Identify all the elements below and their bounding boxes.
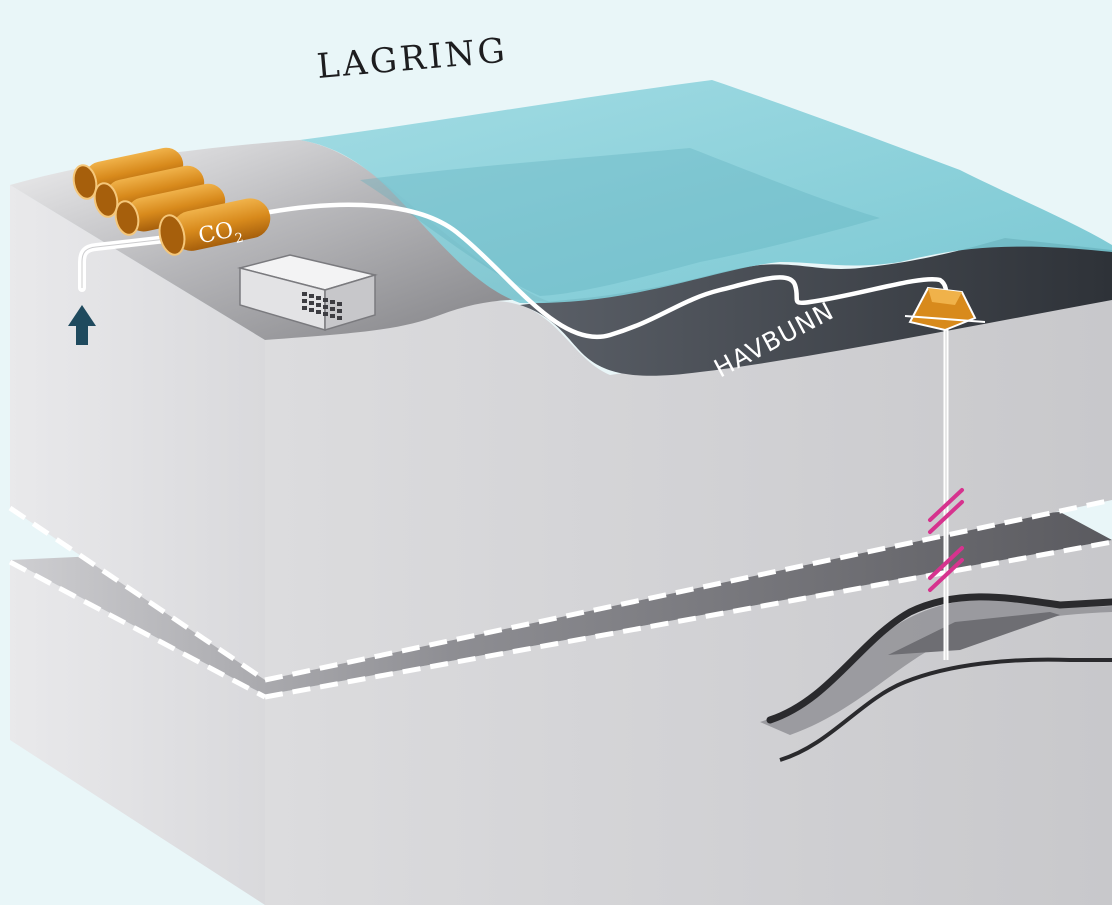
wellhead-icon bbox=[904, 286, 986, 332]
building-icon bbox=[237, 254, 378, 332]
co2-plume bbox=[888, 612, 1060, 655]
diagram-title: LAGRING bbox=[315, 30, 509, 87]
sea-inner-shade bbox=[360, 148, 880, 296]
upper-block-left-face bbox=[10, 185, 265, 680]
pipeline bbox=[267, 202, 949, 340]
reservoir-layer bbox=[760, 599, 1112, 735]
upper-dashed-edge-left bbox=[8, 505, 267, 683]
reservoir-base bbox=[779, 657, 1112, 762]
reservoir-caprock bbox=[766, 593, 1112, 724]
seabed-surface bbox=[520, 238, 1112, 376]
break-mark-icon bbox=[928, 488, 964, 592]
co2-tank-icon bbox=[72, 147, 271, 256]
lower-dashed-edge-front bbox=[264, 539, 1112, 700]
upper-block bbox=[8, 140, 1112, 683]
upper-dashed-edge-front bbox=[264, 497, 1112, 683]
lower-dashed-edge-left bbox=[8, 559, 267, 700]
co2-label-subscript: 2 bbox=[234, 231, 245, 247]
lower-block-left-face bbox=[10, 560, 265, 905]
sea-surface bbox=[300, 80, 1112, 304]
up-arrow-icon bbox=[68, 305, 96, 345]
upper-block-front-face bbox=[265, 300, 1112, 680]
